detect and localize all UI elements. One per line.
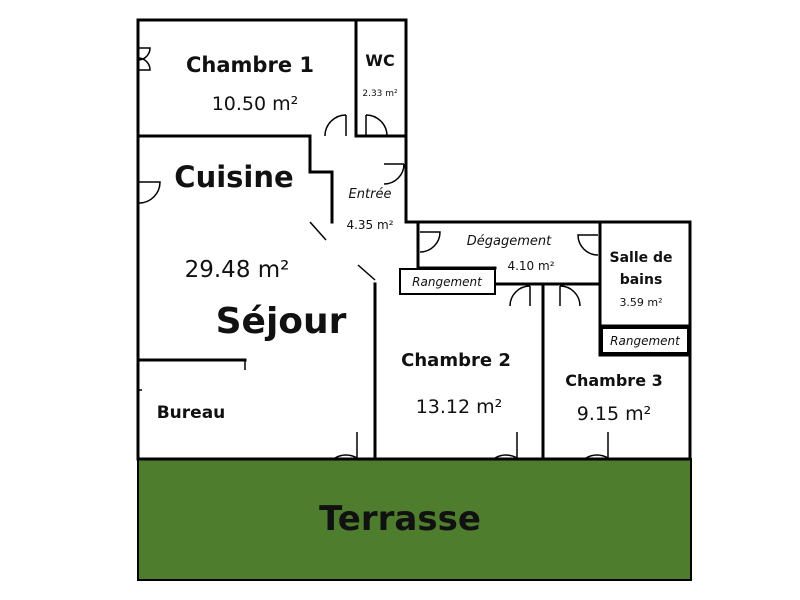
rangement-box-2 [601, 327, 689, 354]
room-area-wc: 2.33 m² [362, 89, 398, 99]
door-chambre2 [509, 285, 531, 307]
room-name-wc: WC [365, 51, 394, 70]
room-area-chambre1: 10.50 m² [212, 93, 299, 115]
room-name-sdb-line1: Salle de [609, 250, 672, 266]
room-name-sejour: Séjour [216, 301, 347, 342]
door-entree [383, 163, 405, 185]
room-area-chambre3: 9.15 m² [577, 403, 651, 425]
room-name-terrasse: Terrasse [319, 499, 481, 539]
rangement-box-1 [399, 268, 496, 295]
door-chambre1-left [138, 47, 151, 61]
wall-details [138, 221, 376, 391]
walls [136, 18, 692, 461]
door-wc [365, 114, 388, 137]
room-name-sdb-line2: bains [620, 272, 663, 288]
terrace-area [137, 458, 692, 581]
rangement-label-1: Rangement [412, 275, 483, 289]
door-sejour [334, 432, 358, 460]
doors [138, 47, 609, 460]
room-name-chambre3: Chambre 3 [565, 371, 663, 390]
door-chambre3 [559, 285, 581, 307]
room-name-entree: Entrée [349, 187, 392, 202]
room-area-chambre2: 13.12 m² [416, 396, 503, 418]
door-chambre2-terrace [494, 432, 518, 460]
room-area-entree: 4.35 m² [346, 218, 393, 232]
door-chambre1 [324, 114, 347, 137]
rangement-label-2: Rangement [610, 334, 681, 348]
room-area-sdb: 3.59 m² [619, 296, 662, 309]
room-name-chambre1: Chambre 1 [186, 53, 314, 77]
door-chambre1-left-2 [138, 57, 151, 71]
door-chambre3-terrace [585, 432, 609, 460]
door-sdb [577, 234, 599, 256]
room-name-chambre2: Chambre 2 [401, 350, 511, 371]
door-degagement [419, 231, 441, 253]
room-area-sejour: 29.48 m² [185, 257, 290, 283]
room-name-cuisine: Cuisine [174, 160, 293, 194]
door-cuisine [138, 181, 161, 204]
room-name-degagement: Dégagement [467, 234, 552, 249]
room-area-degagement: 4.10 m² [507, 259, 554, 273]
room-name-bureau: Bureau [157, 403, 226, 423]
